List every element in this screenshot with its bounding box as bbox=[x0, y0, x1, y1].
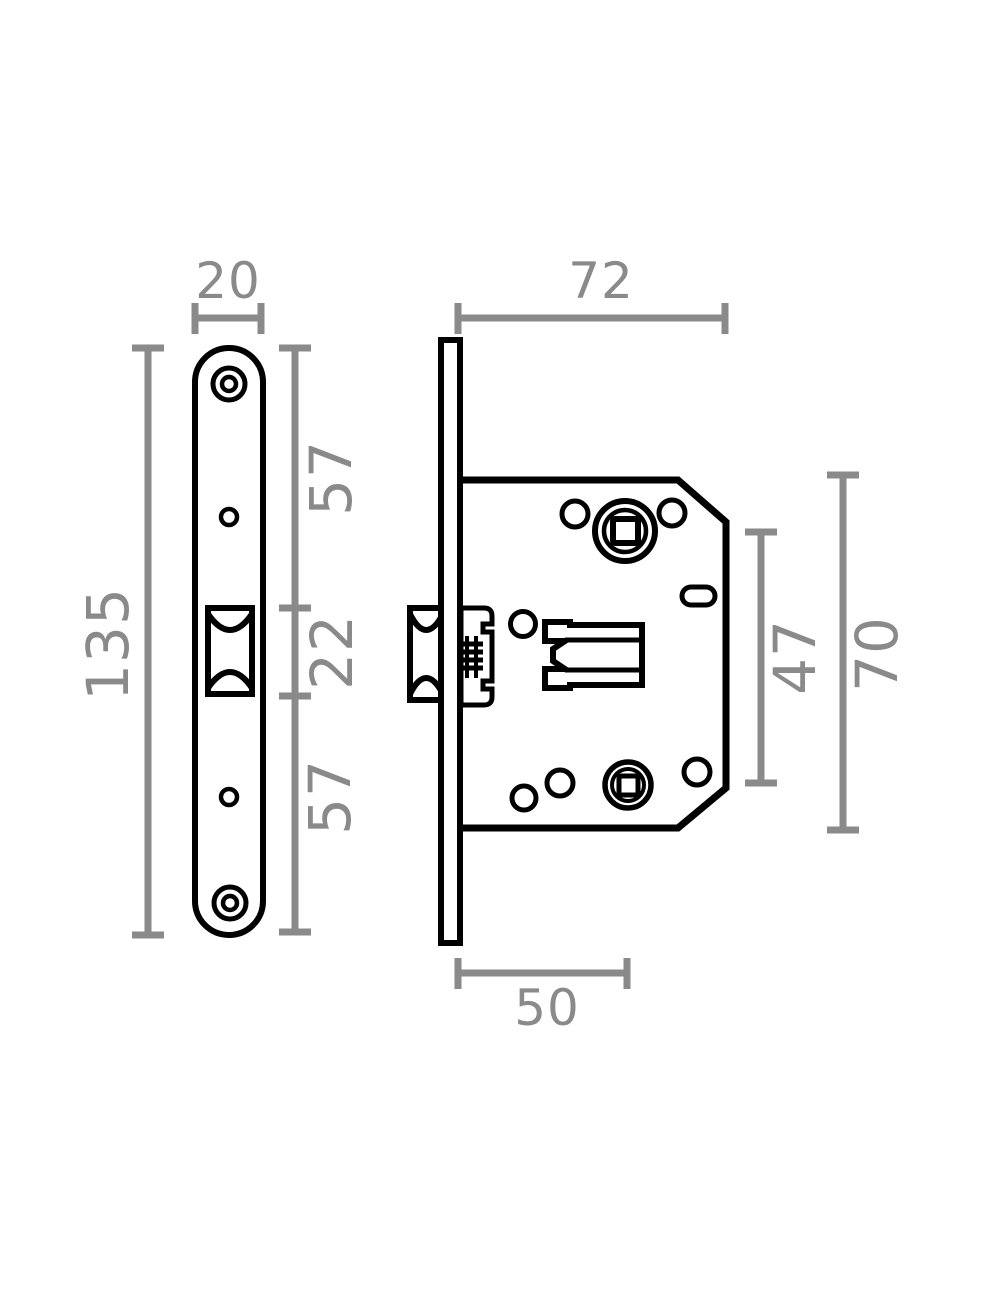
lower-pin-hole bbox=[218, 786, 240, 808]
lower-left-hole-1 bbox=[509, 783, 539, 813]
top-screw-hole bbox=[210, 365, 248, 403]
side-slot bbox=[679, 584, 718, 608]
dimension-label-plate-width: 20 bbox=[195, 252, 261, 310]
follower-bar bbox=[542, 619, 645, 691]
lower-left-hole-2 bbox=[544, 767, 576, 799]
dimension-label-body-depth: 72 bbox=[568, 252, 634, 310]
dimension-label-seg-mid: 22 bbox=[298, 614, 366, 690]
follower-outer bbox=[542, 619, 645, 691]
lower-spindle-hub bbox=[602, 759, 654, 811]
follower-channel bbox=[550, 637, 642, 673]
upper-spindle-hub bbox=[592, 498, 658, 564]
front-plate-view bbox=[192, 345, 266, 938]
upper-hub-square-hole bbox=[610, 516, 641, 546]
lock-body-view bbox=[407, 337, 730, 946]
dimension-label-body-height: 70 bbox=[843, 616, 911, 692]
dimension-label-seg-bottom: 57 bbox=[296, 759, 364, 835]
bottom-screw-hole bbox=[211, 884, 249, 922]
dimension-label-seg-top: 57 bbox=[297, 440, 365, 516]
dimension-label-hub-spacing: 47 bbox=[761, 619, 829, 695]
upper-right-hole bbox=[656, 497, 688, 529]
faceplate-side-view bbox=[438, 337, 463, 946]
latch-cutout-top-arc bbox=[205, 612, 255, 633]
dimension-hub-spacing bbox=[745, 528, 777, 787]
middle-pivot-hole bbox=[508, 609, 538, 639]
upper-left-hole bbox=[559, 498, 591, 530]
upper-pin-hole bbox=[218, 506, 240, 528]
dimension-plate-height bbox=[132, 344, 164, 939]
dimension-label-backset: 50 bbox=[514, 979, 580, 1037]
latch-spring-assembly bbox=[458, 605, 495, 708]
lower-right-hole bbox=[681, 756, 713, 788]
dimension-plate-segments bbox=[279, 344, 311, 936]
dimension-plate-width bbox=[191, 303, 265, 334]
spring-coils bbox=[461, 641, 483, 671]
latch-cutout-bottom-arc bbox=[205, 669, 255, 690]
dimension-body-depth bbox=[454, 303, 729, 334]
dimension-body-height bbox=[827, 471, 859, 834]
latch-cutout bbox=[205, 605, 255, 697]
dimension-backset bbox=[454, 958, 631, 989]
dimension-label-plate-height: 135 bbox=[74, 587, 142, 701]
lower-hub-square-hole bbox=[616, 773, 641, 798]
